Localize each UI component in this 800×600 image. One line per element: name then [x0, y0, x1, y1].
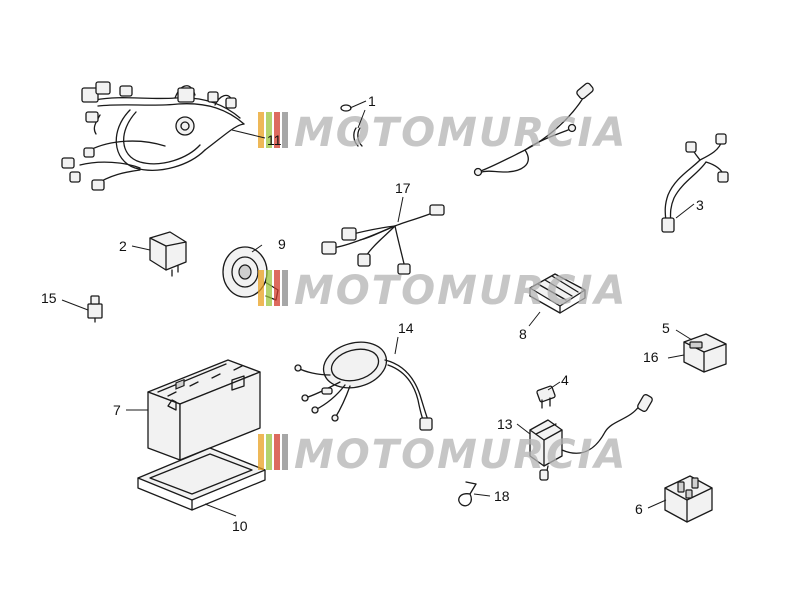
callout-8: 8: [519, 326, 527, 342]
fuse-icon: [536, 385, 556, 409]
callout-1: 1: [368, 93, 376, 109]
leader-lines: [61, 100, 695, 517]
callout-15: 15: [41, 290, 57, 306]
callout-5: 5: [662, 320, 670, 336]
svg-text:MOTOMURCIA: MOTOMURCIA: [294, 110, 627, 156]
watermark-bottom: MOTOMURCIA: [258, 432, 627, 478]
sensor-cable-icon: [473, 82, 594, 177]
main-wiring-harness-icon: [61, 81, 245, 191]
callout-16: 16: [643, 349, 659, 365]
switch-icon: [87, 295, 103, 323]
battery-icon: [147, 359, 261, 461]
callout-3: 3: [696, 197, 704, 213]
callout-2: 2: [119, 238, 127, 254]
callout-18: 18: [494, 488, 510, 504]
callout-11: 11: [267, 132, 282, 148]
svg-text:MOTOMURCIA: MOTOMURCIA: [294, 432, 627, 478]
callout-17: 17: [395, 180, 411, 196]
callout-13: 13: [497, 416, 513, 432]
svg-text:MOTOMURCIA: MOTOMURCIA: [294, 268, 627, 314]
connector-harness-icon: [321, 204, 445, 275]
callout-14: 14: [398, 320, 414, 336]
cable-clip-icon: [458, 481, 477, 507]
callout-labels: 1 2 3 4 5 6 7 8 9 10 11 13 14 15 16 17 1…: [41, 93, 704, 534]
watermark-top: MOTOMURCIA: [258, 110, 627, 156]
small-harness-icon: [661, 133, 729, 233]
relay-icon: [683, 333, 727, 373]
callout-10: 10: [232, 518, 248, 534]
cdi-unit-icon: [529, 394, 653, 481]
headlight-harness-icon: [294, 341, 433, 431]
callout-7: 7: [113, 402, 121, 418]
relay-socket-icon: [664, 475, 713, 523]
callout-4: 4: [561, 372, 569, 388]
callout-9: 9: [278, 236, 286, 252]
voltage-regulator-icon: [529, 273, 586, 314]
relay-box-icon: [149, 231, 187, 277]
callout-6: 6: [635, 501, 643, 517]
watermark-middle: MOTOMURCIA: [258, 268, 627, 314]
battery-tray-icon: [137, 447, 266, 511]
